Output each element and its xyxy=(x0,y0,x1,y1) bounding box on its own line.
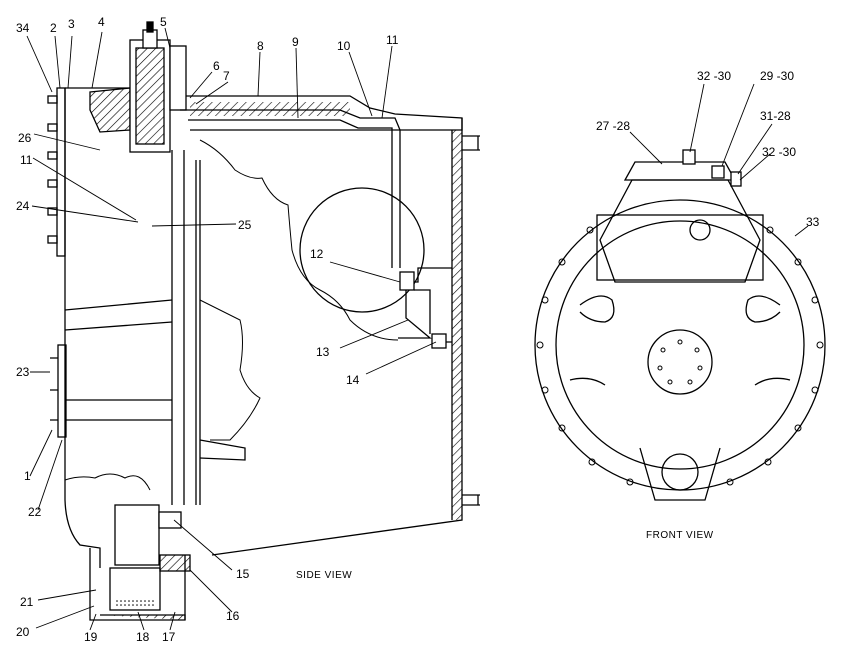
side-bore-circle xyxy=(299,187,425,313)
side-view-label: SIDE VIEW xyxy=(296,570,352,581)
callout-9: 9 xyxy=(292,35,299,49)
front-top-housing xyxy=(599,179,761,283)
callout-15: 15 xyxy=(236,567,250,581)
front-view-drawing xyxy=(534,83,826,501)
strainer xyxy=(114,504,160,566)
fitting-12 xyxy=(399,271,415,291)
callout-6: 6 xyxy=(213,59,220,73)
callout-16: 16 xyxy=(226,609,240,623)
flange-bolts xyxy=(47,95,58,244)
front-center-hub xyxy=(647,329,713,395)
housing-right-wall xyxy=(211,118,463,556)
cast-outline xyxy=(199,139,399,341)
front-bottom-boss xyxy=(639,447,721,501)
callout-5: 5 xyxy=(160,15,167,29)
housing-left-wall xyxy=(64,88,101,568)
callout-3: 3 xyxy=(68,17,75,31)
callout-31-28: 31-28 xyxy=(760,109,791,123)
callout-1: 1 xyxy=(24,469,31,483)
front-inner-ring xyxy=(555,220,805,470)
callout-21: 21 xyxy=(20,595,34,609)
callout-23: 23 xyxy=(16,365,30,379)
callout-34: 34 xyxy=(16,21,30,35)
callout-2: 2 xyxy=(50,21,57,35)
oil-tube-upper xyxy=(180,109,401,268)
side-leader-lines xyxy=(26,27,437,631)
callout-22: 22 xyxy=(28,505,42,519)
callout-20: 20 xyxy=(16,625,30,639)
side-flange-plate xyxy=(56,87,66,257)
callout-13: 13 xyxy=(316,345,330,359)
side-cover-plate xyxy=(57,344,67,438)
front-view-label: FRONT VIEW xyxy=(646,530,714,541)
callout-24: 24 xyxy=(16,199,30,213)
callout-25: 25 xyxy=(238,218,252,232)
front-outer-ring xyxy=(534,199,826,491)
callout-26: 26 xyxy=(18,131,32,145)
callout-labels: 34 2 3 4 5 6 7 8 9 10 11 26 11 24 25 12 … xyxy=(16,15,820,644)
front-inspection-cover xyxy=(596,214,764,281)
fitting-14 xyxy=(431,333,447,349)
callout-12: 12 xyxy=(310,247,324,261)
callout-11-top: 11 xyxy=(386,33,399,47)
callout-8: 8 xyxy=(257,39,264,53)
callout-19: 19 xyxy=(84,630,98,644)
callout-10: 10 xyxy=(337,39,351,53)
shaft-channel xyxy=(171,150,201,505)
side-view-drawing xyxy=(26,21,480,631)
callout-32-30-right: 32 -30 xyxy=(762,145,796,159)
callout-11-mid: 11 xyxy=(20,153,33,167)
callout-33: 33 xyxy=(806,215,820,229)
callout-17: 17 xyxy=(162,630,176,644)
callout-18: 18 xyxy=(136,630,150,644)
callout-4: 4 xyxy=(98,15,105,29)
top-cover-section xyxy=(89,87,131,133)
callout-27-28: 27 -28 xyxy=(596,119,630,133)
callout-14: 14 xyxy=(346,373,360,387)
ring-bolt-holes xyxy=(536,226,824,486)
callout-7: 7 xyxy=(223,69,230,83)
callout-32-30-top: 32 -30 xyxy=(697,69,731,83)
bottom-sump xyxy=(89,548,186,621)
callout-29-30: 29 -30 xyxy=(760,69,794,83)
front-leader-lines xyxy=(629,83,809,237)
